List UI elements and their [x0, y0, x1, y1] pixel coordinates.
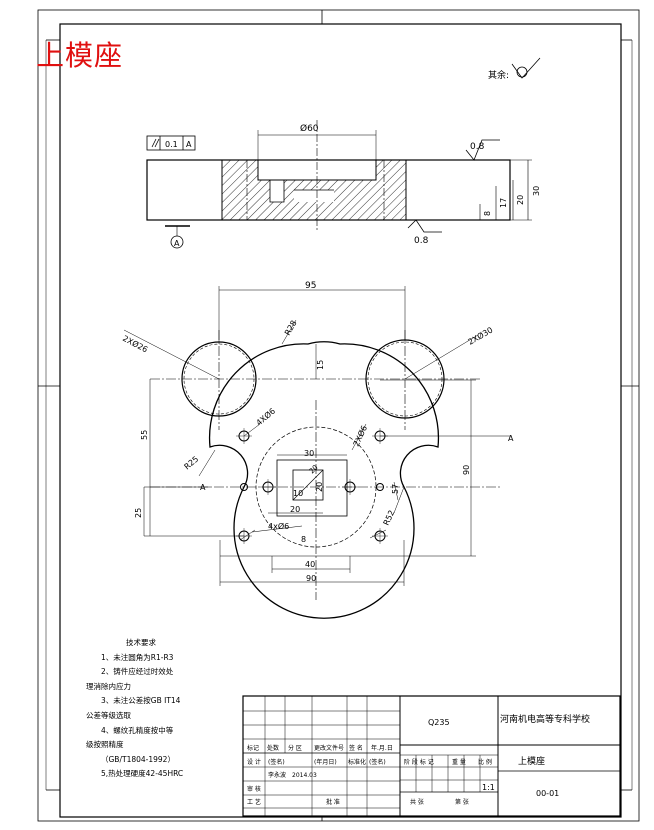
- note-1: 1、未注圆角为R1-R3: [101, 652, 174, 662]
- dim-d55: 55: [140, 430, 149, 440]
- tb-sign: 签 名: [349, 744, 363, 752]
- dim-d90: 90: [306, 574, 316, 583]
- dim-d8: 8: [301, 535, 306, 544]
- dim-h20: 20: [516, 195, 525, 205]
- tb-ratio: 比 例: [478, 758, 492, 766]
- tb-change-doc: 更改文件号: [314, 744, 344, 752]
- gdt-tolerance: 0.1: [165, 140, 178, 149]
- tb-process: 工 艺: [247, 798, 261, 806]
- note-2: 2、铸件应经过时效处: [101, 667, 174, 677]
- dim-d10: 10: [293, 489, 303, 498]
- tb-part-name: 上模座: [518, 755, 545, 767]
- centering-marks: [38, 10, 639, 821]
- technical-requirements: 技术要求 1、未注圆角为R1-R3 2、铸件应经过时效处 理消除内应力 3、未注…: [86, 636, 236, 782]
- dim-d40: 40: [305, 560, 315, 569]
- datum-a-label: A: [174, 239, 180, 248]
- dim-d90v: 90: [462, 465, 471, 475]
- notes-heading: 技术要求: [126, 638, 156, 647]
- tb-check: 审 核: [247, 785, 261, 793]
- section-a-right: A: [508, 434, 514, 443]
- dim-w95: 95: [305, 281, 316, 291]
- tb-stage-mark: 阶 段 标 记: [404, 758, 434, 766]
- dim-d20c: 20: [315, 482, 324, 492]
- tb-ymd2: (年月日): [314, 758, 337, 766]
- dim-d57: 57: [391, 484, 400, 494]
- tb-sign2: (签名): [268, 758, 285, 766]
- dim-4xphi6: 4xØ6: [268, 521, 289, 531]
- tb-material: Q235: [428, 718, 450, 727]
- tb-count: 处数: [267, 744, 279, 752]
- gdt-datum: A: [186, 140, 192, 149]
- top-view: [123, 286, 510, 619]
- tb-sign3: (签名): [369, 758, 386, 766]
- dim-r08-top: 0.8: [470, 142, 485, 152]
- dim-d15: 15: [316, 360, 325, 370]
- note-4c: （GB/T1804-1992）: [101, 754, 175, 764]
- drawing-border: [59, 23, 622, 818]
- dim-r08-bottom: 0.8: [414, 236, 429, 246]
- dim-2x66: 2XØ6: [351, 424, 369, 448]
- tb-designer: 李永波: [268, 771, 286, 779]
- tb-design: 设 计: [247, 758, 261, 766]
- dim-r52: R52: [382, 509, 397, 527]
- dim-d30: 30: [304, 449, 314, 458]
- dim-r28: R28: [283, 319, 299, 337]
- dim-r25: R25: [183, 455, 201, 472]
- dim-h17: 17: [499, 198, 508, 208]
- tb-school: 河南机电高等专科学校: [500, 713, 590, 725]
- tb-approve: 批 准: [326, 798, 340, 806]
- dim-hole-right: 2XØ30: [466, 325, 494, 347]
- note-4b: 级按照精度: [86, 740, 124, 750]
- tb-standard: 标准化: [348, 758, 366, 766]
- section-a-left: A: [200, 483, 206, 492]
- tb-sheet: 第 张: [455, 798, 469, 806]
- dim-4x06: 4XØ6: [254, 406, 277, 428]
- note-4: 4、螺纹孔精度按中等: [101, 725, 174, 735]
- dim-h8: 8: [483, 211, 492, 216]
- drawing-title: 上模座: [36, 39, 124, 72]
- tb-weight: 重 量: [452, 758, 466, 766]
- section-view: [146, 120, 532, 249]
- dim-d20b: 20: [308, 463, 320, 475]
- tb-ymd: 年.月.日: [371, 744, 393, 752]
- outer-frame: [37, 9, 640, 822]
- note-5: 5,热处理硬度42-45HRC: [101, 769, 184, 779]
- tb-scale: 1:1: [482, 783, 495, 792]
- note-3: 3、未注公差按GB IT14: [101, 696, 181, 706]
- roughness-symbol: [511, 57, 541, 79]
- dim-d25: 25: [134, 508, 143, 518]
- dim-h30: 30: [532, 186, 541, 196]
- tb-zone: 分 区: [288, 744, 302, 752]
- note-3b: 公差等级选取: [86, 710, 131, 720]
- tb-drawing-no: 00-01: [536, 789, 559, 798]
- tb-total: 共 张: [410, 798, 424, 806]
- dim-hole-left: 2XØ26: [121, 333, 150, 355]
- roughness-note: 其余:: [488, 69, 509, 81]
- note-2b: 理消除内应力: [86, 681, 131, 691]
- tb-mark: 标记: [247, 744, 259, 752]
- dim-phi60: Ø60: [300, 123, 319, 134]
- title-block: [242, 695, 621, 817]
- tb-date: 2014.03: [292, 772, 317, 779]
- dim-d20: 20: [290, 505, 300, 514]
